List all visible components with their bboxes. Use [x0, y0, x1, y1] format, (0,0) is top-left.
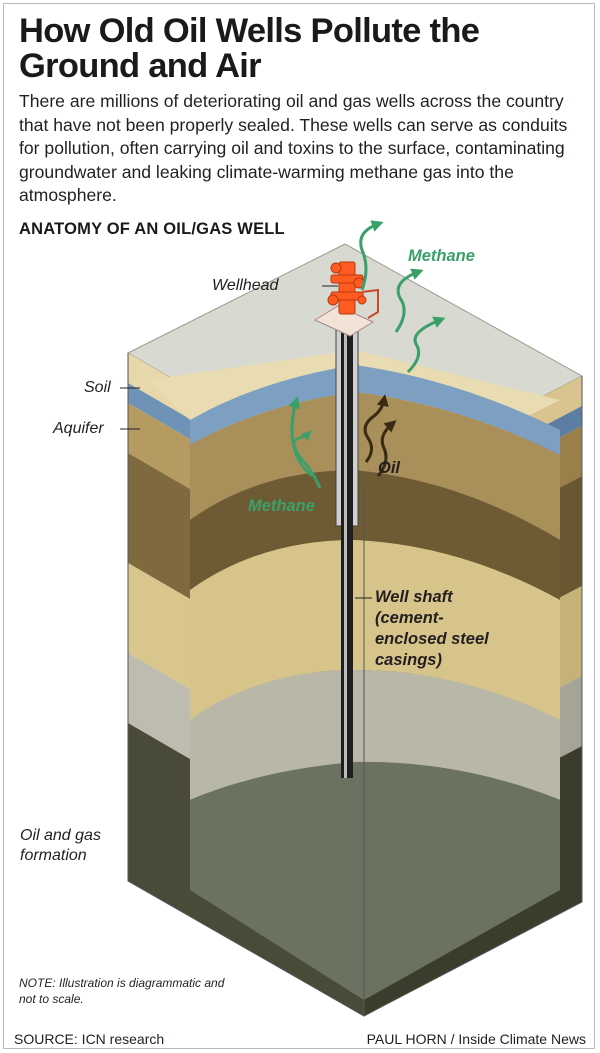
page-title: How Old Oil Wells Pollute the Ground and… — [19, 12, 480, 85]
cut-aquifer — [190, 365, 560, 455]
cut-tan-band — [190, 540, 560, 720]
methane-arrow-air-1 — [359, 220, 384, 291]
methane-arrow-air-3 — [406, 316, 446, 374]
oil-label: Oil — [378, 459, 401, 477]
methane-label-underground: Methane — [248, 497, 315, 515]
methane-arrow-ground-2 — [292, 430, 313, 477]
oil-arrow-1 — [363, 394, 389, 463]
methane-label-air: Methane — [408, 247, 475, 265]
source-credit: SOURCE: ICN research — [14, 1031, 165, 1047]
wellhead-pipe — [361, 288, 379, 319]
wellhead-pad — [313, 305, 375, 337]
cut-gray-band — [190, 670, 560, 800]
well-shaft-label: Well shaft (cement-enclosed steel casing… — [375, 588, 489, 669]
wellhead-label: Wellhead — [212, 277, 279, 294]
cut-dark-band — [190, 470, 560, 600]
intro-text: There are millions of deteriorating oil … — [19, 91, 568, 205]
soil-label: Soil — [84, 379, 111, 396]
methane-arrow-air-2 — [394, 268, 424, 333]
wellhead-valves — [327, 261, 367, 315]
section-heading: ANATOMY OF AN OIL/GAS WELL — [19, 220, 285, 238]
formation-label: Oil and gas formation — [20, 827, 101, 864]
cut-upper-brown — [190, 392, 560, 540]
cut-formation-dome — [190, 761, 560, 1000]
author-credit: PAUL HORN / Inside Climate News — [366, 1031, 586, 1047]
well-shaft-highlight — [344, 318, 347, 778]
aquifer-label: Aquifer — [53, 420, 104, 437]
oil-arrow-2 — [376, 420, 397, 477]
graphic-frame — [3, 3, 595, 1049]
diagram-note: NOTE: Illustration is diagrammatic and n… — [19, 976, 225, 1006]
